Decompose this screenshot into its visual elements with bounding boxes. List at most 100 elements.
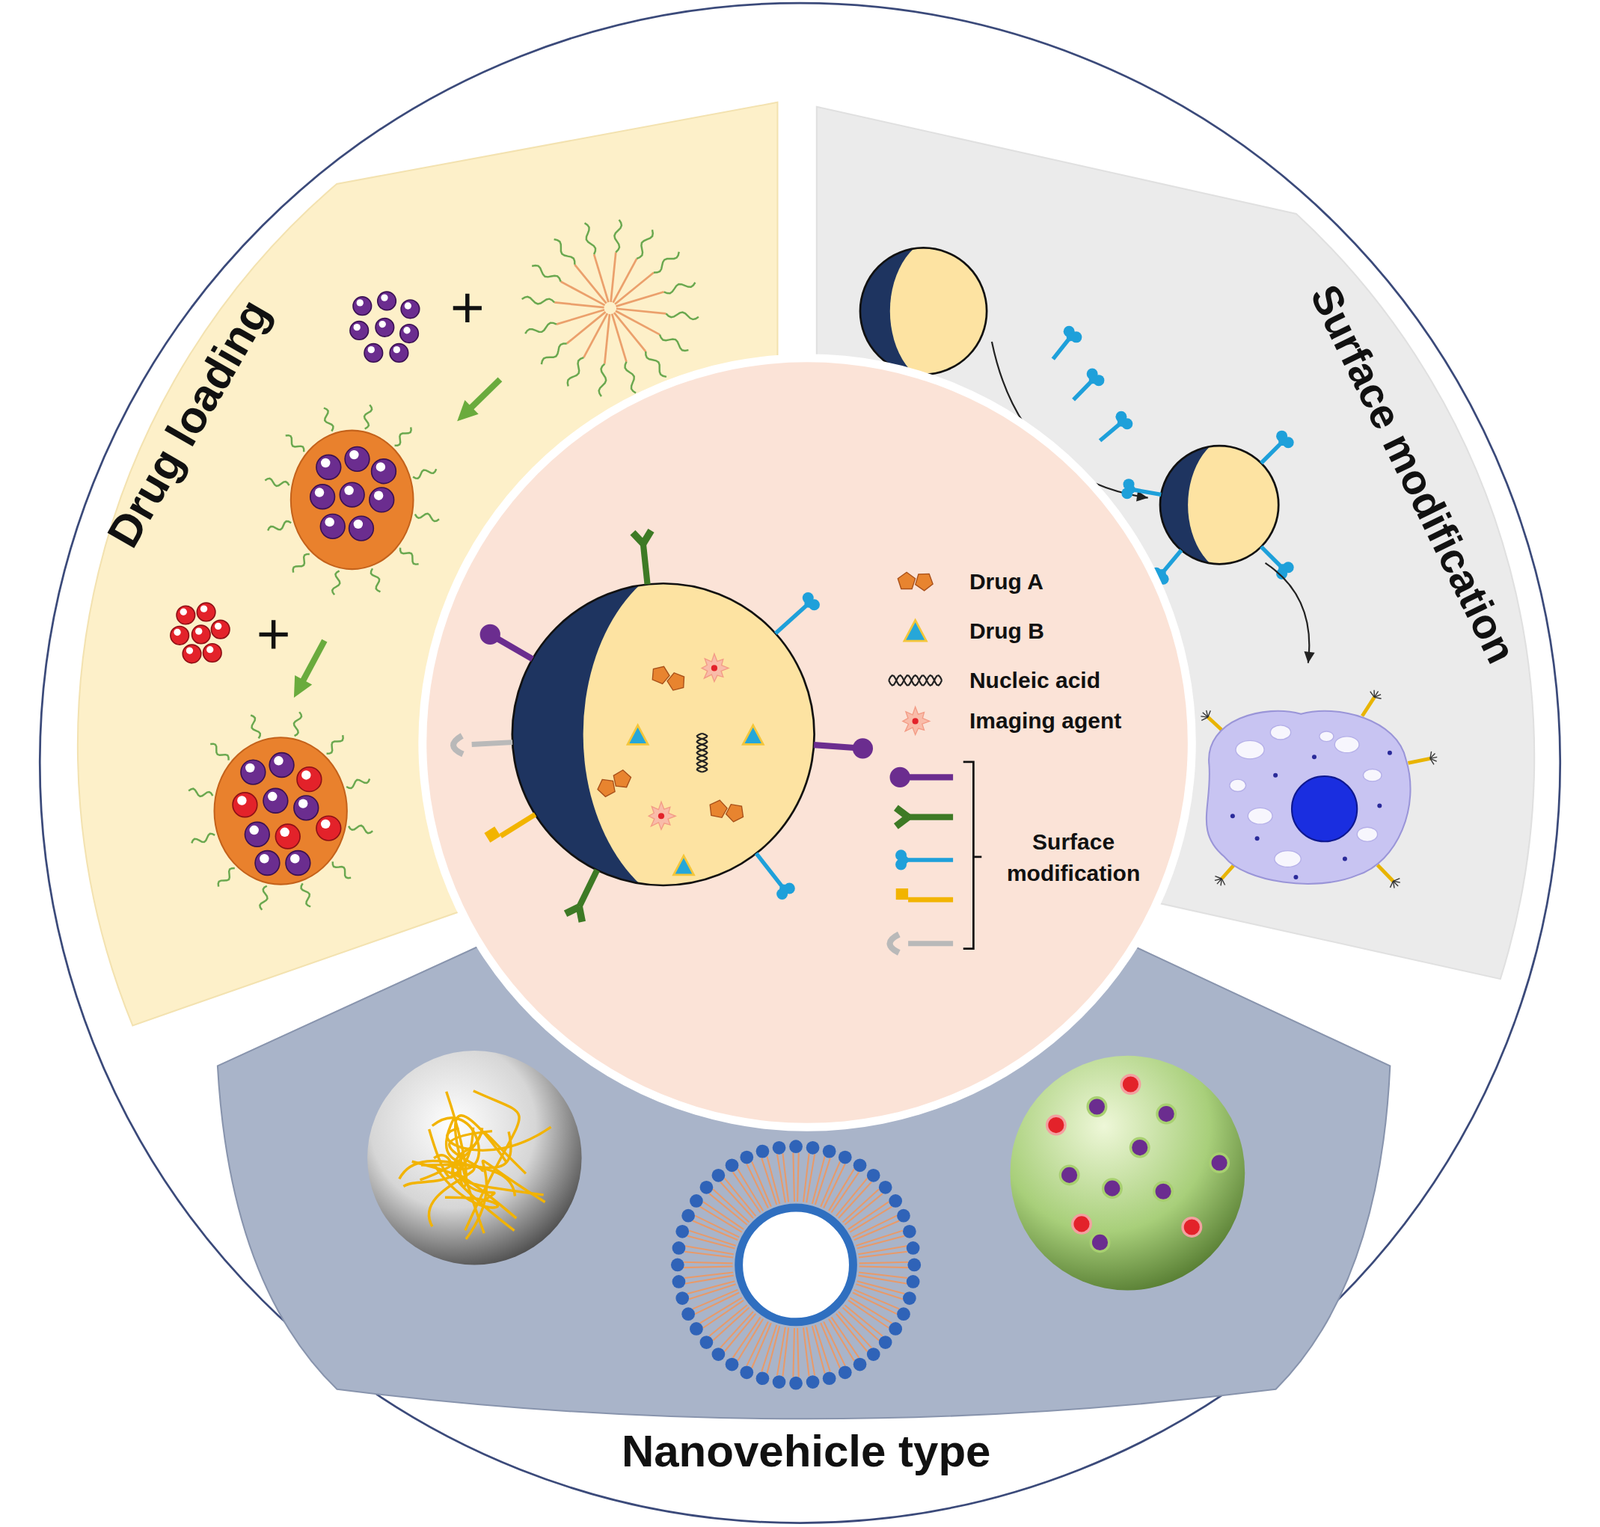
nanoparticle-core bbox=[583, 553, 844, 917]
lipid-tail bbox=[724, 1178, 757, 1217]
lipid-head bbox=[739, 1365, 754, 1380]
lipid-tail bbox=[685, 1246, 734, 1255]
lipid-head bbox=[712, 1169, 726, 1183]
cell-receptor bbox=[1208, 717, 1225, 733]
particle-highlight bbox=[214, 623, 222, 630]
ligand-stem bbox=[578, 870, 597, 908]
lipid-head bbox=[853, 1358, 867, 1372]
cell-vesicle bbox=[1334, 736, 1360, 754]
arrow-line bbox=[300, 641, 325, 686]
drug-particle bbox=[275, 824, 300, 849]
lipid-tail bbox=[803, 1153, 810, 1203]
drug-particle bbox=[344, 446, 370, 472]
legend-text: Drug A bbox=[969, 566, 1044, 598]
lipid-tail bbox=[852, 1216, 897, 1238]
ligand-stem bbox=[500, 814, 535, 837]
peg-chain bbox=[191, 834, 215, 844]
particle-highlight bbox=[249, 825, 259, 835]
polymer-chain bbox=[403, 1128, 473, 1188]
receptor-tip bbox=[1374, 691, 1378, 698]
loaded-drug bbox=[1087, 1098, 1107, 1117]
peg-chain bbox=[664, 282, 696, 294]
ligand-stem bbox=[908, 814, 953, 821]
drug-particle bbox=[389, 344, 409, 363]
cell-granule bbox=[1230, 813, 1235, 819]
lipid-tail bbox=[700, 1207, 743, 1233]
outer-circle bbox=[39, 2, 1560, 1523]
polymer-chain bbox=[616, 308, 666, 315]
sector-shape bbox=[217, 943, 1390, 1420]
receptor-tip bbox=[1217, 878, 1222, 885]
target-cell bbox=[1206, 711, 1411, 885]
receptor-tip bbox=[1430, 758, 1437, 762]
peg-chain bbox=[332, 861, 351, 879]
cell-granule bbox=[1387, 751, 1393, 756]
particle-highlight bbox=[320, 819, 330, 829]
sector-panel: Drug loading bbox=[56, 97, 783, 1031]
polymer-sphere bbox=[367, 1050, 582, 1265]
polymer-chain bbox=[432, 1118, 480, 1170]
polymer-chain bbox=[554, 302, 604, 308]
nanoparticle-shell bbox=[1160, 445, 1279, 565]
cell-granule bbox=[1342, 857, 1348, 862]
polymer-chain bbox=[451, 1128, 483, 1174]
peg-chain bbox=[188, 789, 213, 797]
cell-granule bbox=[1273, 773, 1278, 778]
lipid-head bbox=[739, 1151, 754, 1165]
loaded-drug bbox=[1182, 1218, 1202, 1238]
lipid-tail bbox=[806, 1327, 815, 1377]
ligand-stem bbox=[1073, 382, 1091, 400]
lipid-tail bbox=[746, 1321, 769, 1366]
polymer-chain bbox=[420, 1132, 526, 1181]
particle-highlight bbox=[393, 346, 401, 354]
polymer-chain bbox=[615, 311, 660, 336]
receptor-tip bbox=[1202, 712, 1209, 718]
sector-title: Drug loading bbox=[97, 290, 281, 557]
lipid-head bbox=[838, 1365, 852, 1380]
lipid-tail bbox=[838, 1312, 872, 1348]
drug-b-symbol bbox=[742, 725, 763, 746]
ligand-stem bbox=[1261, 444, 1280, 464]
ligand-head bbox=[1116, 413, 1130, 428]
polymer-chain bbox=[455, 1116, 508, 1235]
lipid-tail bbox=[856, 1231, 903, 1247]
peg-chain bbox=[636, 229, 654, 259]
lipid-tail bbox=[737, 1169, 763, 1212]
inorganic-sphere bbox=[1009, 1056, 1245, 1292]
particle-highlight bbox=[324, 517, 334, 527]
nucleic-acid-symbol bbox=[888, 675, 942, 686]
lipid-tail bbox=[797, 1152, 799, 1202]
receptor-tip bbox=[1392, 881, 1400, 883]
lipid-tail bbox=[831, 1317, 860, 1358]
peg-chain bbox=[415, 513, 440, 522]
lipid-tail bbox=[777, 1327, 786, 1377]
receptor-tip bbox=[1214, 876, 1222, 879]
lipid-tail bbox=[820, 1161, 841, 1207]
nucleic-acid-symbol bbox=[888, 675, 942, 686]
lipid-head bbox=[772, 1375, 787, 1390]
lipid-head bbox=[822, 1371, 837, 1386]
lipid-tail bbox=[857, 1276, 907, 1285]
lipid-head bbox=[888, 1322, 903, 1336]
lipid-tail bbox=[857, 1281, 905, 1295]
drug-b-symbol bbox=[673, 855, 694, 876]
ligand-stem bbox=[756, 853, 782, 886]
legend-text: Drug B bbox=[969, 615, 1045, 648]
receptor-tip bbox=[1392, 878, 1400, 882]
lipid-tail bbox=[836, 1314, 868, 1352]
lipid-head bbox=[700, 1335, 714, 1350]
polymer-chain bbox=[613, 258, 638, 303]
antibody-arm bbox=[896, 807, 909, 817]
ligand-head bbox=[1278, 564, 1292, 577]
receptor-tip bbox=[1389, 881, 1393, 888]
process-arrow bbox=[1265, 563, 1310, 664]
imaging-agent-core bbox=[711, 664, 718, 671]
lipid-tail bbox=[828, 1169, 855, 1212]
drug-particle bbox=[203, 644, 223, 663]
drug-a-symbol bbox=[726, 804, 744, 823]
lipid-head bbox=[906, 1275, 921, 1289]
lipid-tail bbox=[712, 1307, 749, 1341]
nanoparticle-outline bbox=[860, 247, 987, 375]
imaging-agent-core bbox=[912, 718, 919, 725]
